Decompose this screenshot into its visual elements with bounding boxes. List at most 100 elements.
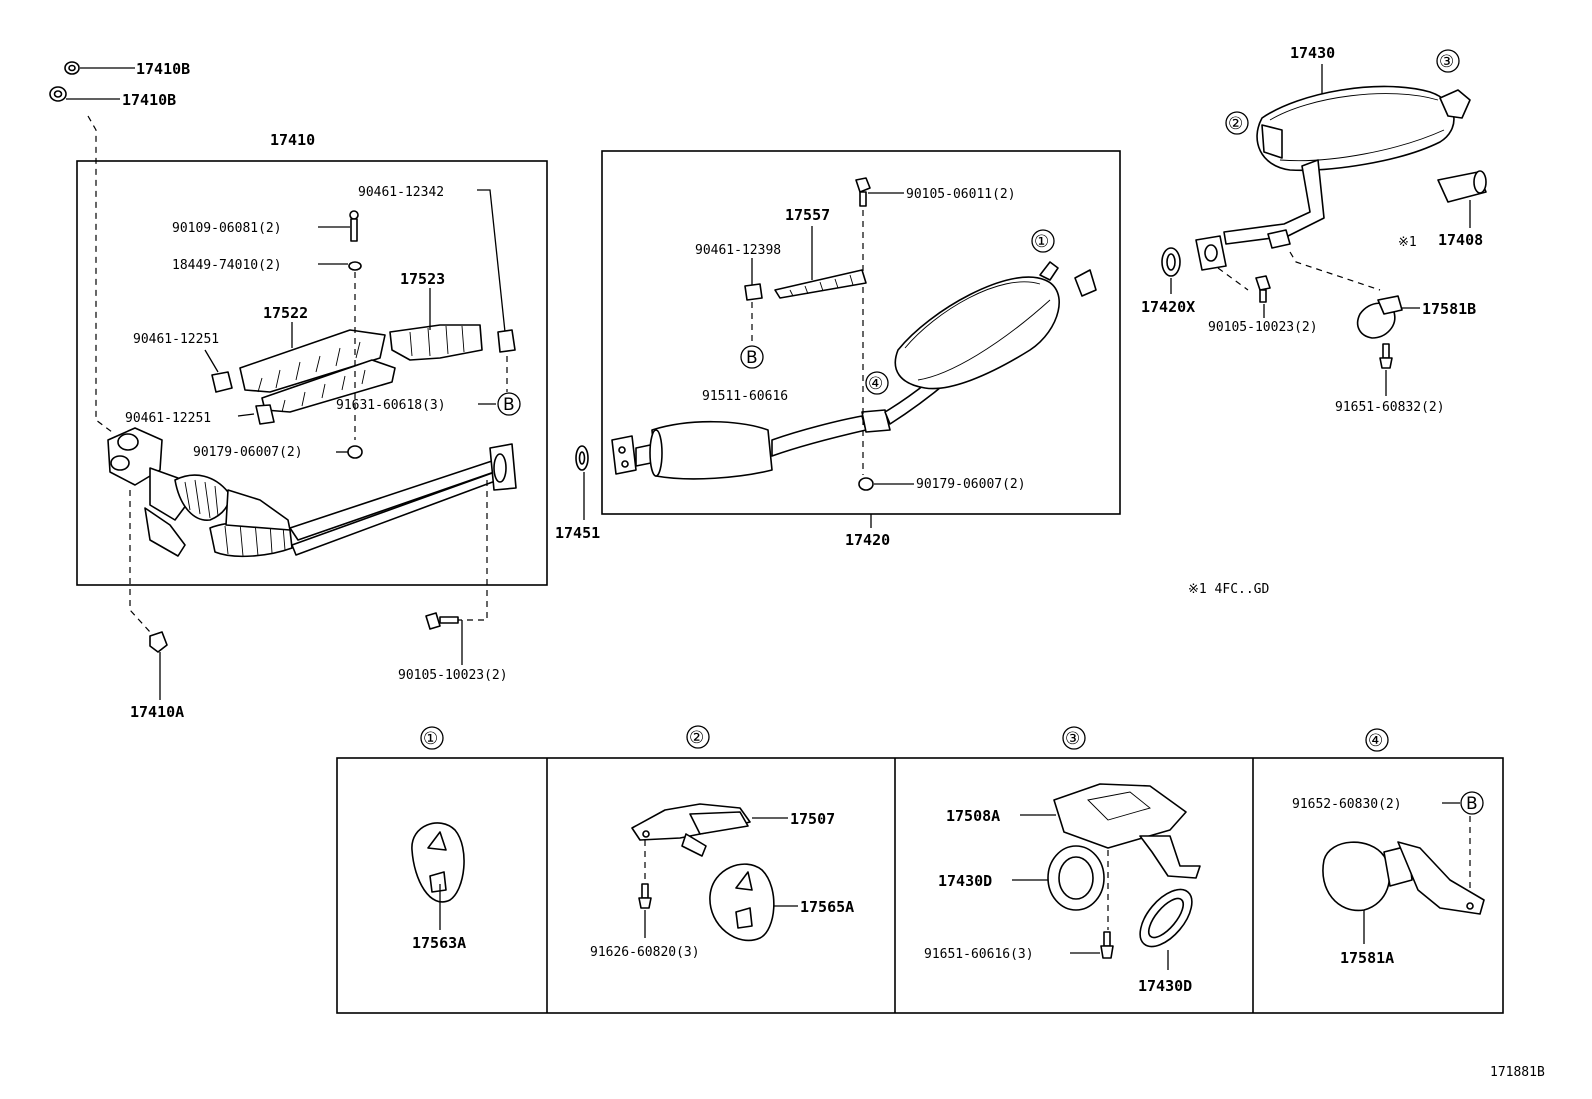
label-17430d-a: 17430D — [938, 872, 992, 890]
callout-2-top — [1225, 111, 1249, 135]
panel-header-3 — [1062, 726, 1086, 750]
panel-header-4 — [1365, 728, 1389, 752]
bolt-91626-60820 — [638, 883, 652, 909]
label-17410b-bottom: 17410B — [122, 91, 176, 109]
bracket-17508a — [1053, 783, 1201, 879]
nut-17410b-bottom — [49, 86, 67, 102]
label-17408: 17408 — [1438, 231, 1483, 249]
label-17522: 17522 — [263, 304, 308, 322]
bracket-17507 — [631, 803, 751, 857]
panel-header-1-text: ① — [423, 729, 438, 749]
washer-18449-74010 — [348, 261, 362, 271]
bolt-90105-10023-left — [425, 612, 459, 630]
label-17410b-top: 17410B — [136, 60, 190, 78]
panel-header-4-text: ④ — [1368, 731, 1383, 751]
label-91631-60618: 91631-60618(3) — [336, 398, 446, 413]
ring-17430d-b — [1139, 888, 1193, 948]
clamp-90461-12251-b — [255, 404, 275, 425]
hanger-17581a — [1322, 841, 1485, 915]
note-4fc-gd: ※1 4FC..GD — [1188, 582, 1270, 597]
label-90109-06081: 90109-06081(2) — [172, 221, 282, 236]
bolt-90109-06081 — [349, 210, 359, 242]
label-91651-60832: 91651-60832(2) — [1335, 400, 1445, 415]
center-exhaust-pipe — [611, 261, 1097, 480]
clamp-90461-12398 — [744, 283, 763, 301]
label-17507: 17507 — [790, 810, 835, 828]
label-90105-10023-right: 90105-10023(2) — [1208, 320, 1318, 335]
label-18449-74010: 18449-74010(2) — [172, 258, 282, 273]
rubber-hanger-17563a — [411, 822, 465, 903]
label-90179-06007-mid: 90179-06007(2) — [916, 477, 1026, 492]
label-90461-12398: 90461-12398 — [695, 243, 781, 258]
muffler-17430 — [1195, 85, 1471, 271]
label-91651-60616: 91651-60616(3) — [924, 947, 1034, 962]
gasket-17451 — [575, 445, 589, 471]
heat-insulator-17522 — [239, 329, 396, 413]
label-17581b: 17581B — [1422, 300, 1476, 318]
tail-pipe-tip-17408 — [1437, 170, 1487, 203]
callout-3-top-text: ③ — [1439, 52, 1454, 72]
label-90105-06011: 90105-06011(2) — [906, 187, 1016, 202]
panel-header-1 — [420, 726, 444, 750]
frame-detail-panels — [336, 757, 1504, 1014]
front-exhaust-pipe — [107, 427, 517, 558]
label-90179-06007-left: 90179-06007(2) — [193, 445, 303, 460]
ring-17430d-a — [1047, 845, 1105, 911]
label-17410a: 17410A — [130, 703, 184, 721]
label-90105-10023-left: 90105-10023(2) — [398, 668, 508, 683]
bolt-90105-06011 — [855, 177, 871, 207]
callout-b-left-text: B — [503, 395, 515, 415]
nut-90179-06007-mid — [858, 477, 874, 491]
label-17508a: 17508A — [946, 807, 1000, 825]
callout-b-left — [497, 392, 521, 416]
panel-header-2 — [686, 725, 710, 749]
callout-3-top — [1436, 49, 1460, 73]
panel-header-2-text: ② — [689, 728, 704, 748]
bolt-91651-60832 — [1379, 343, 1393, 369]
label-17523: 17523 — [400, 270, 445, 288]
nut-17410b-top — [64, 61, 80, 75]
label-17557: 17557 — [785, 206, 830, 224]
label-90461-12342: 90461-12342 — [358, 185, 444, 200]
callout-b-panel4 — [1460, 791, 1484, 815]
callout-4-mid-text: ④ — [868, 374, 883, 394]
bolt-90105-10023-right — [1255, 275, 1271, 303]
label-17565a: 17565A — [800, 898, 854, 916]
label-91626-60820: 91626-60820(3) — [590, 945, 700, 960]
hanger-17581b — [1356, 295, 1403, 339]
rubber-hanger-17565a — [709, 863, 775, 942]
gasket-17410a — [149, 631, 168, 653]
label-17581a: 17581A — [1340, 949, 1394, 967]
label-17420: 17420 — [845, 531, 890, 549]
callout-1-mid — [1031, 229, 1055, 253]
callout-1-mid-text: ① — [1034, 232, 1049, 252]
clamp-90461-12342 — [497, 329, 516, 353]
label-17563a: 17563A — [412, 934, 466, 952]
label-17410: 17410 — [270, 131, 315, 149]
frame-17410 — [76, 160, 548, 586]
gasket-17420x — [1161, 247, 1181, 277]
label-17420x: 17420X — [1141, 298, 1195, 316]
label-90461-12251-a: 90461-12251 — [133, 332, 219, 347]
label-17430: 17430 — [1290, 44, 1335, 62]
callout-2-top-text: ② — [1228, 114, 1243, 134]
nut-90179-06007-left — [347, 445, 363, 459]
label-91652-60830: 91652-60830(2) — [1292, 797, 1402, 812]
callout-b-mid-text: B — [746, 348, 758, 368]
note-mark-top: ※1 — [1398, 235, 1417, 250]
clamp-90461-12251-a — [211, 371, 233, 393]
bolt-91651-60616 — [1100, 931, 1114, 959]
heat-insulator-17523 — [389, 324, 483, 361]
label-17451: 17451 — [555, 524, 600, 542]
frame-17420 — [601, 150, 1121, 515]
label-91511-60616: 91511-60616 — [702, 389, 788, 404]
label-90461-12251-b: 90461-12251 — [125, 411, 211, 426]
figure-id: 171881B — [1490, 1065, 1545, 1080]
callout-b-panel4-text: B — [1466, 794, 1478, 814]
callout-b-mid — [740, 345, 764, 369]
label-17430d-b: 17430D — [1138, 977, 1192, 995]
panel-header-3-text: ③ — [1065, 729, 1080, 749]
callout-4-mid — [865, 371, 889, 395]
